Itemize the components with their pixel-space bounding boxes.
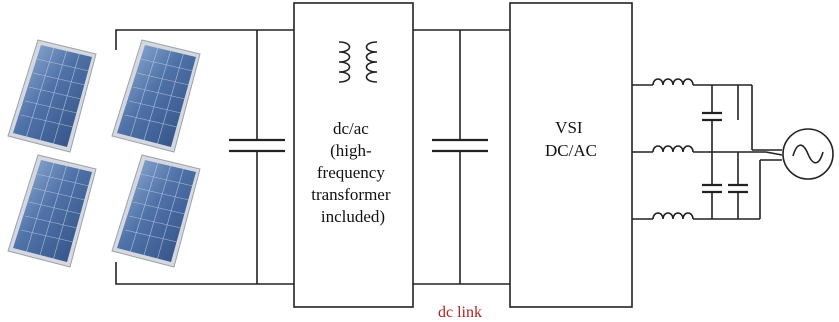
solar-panel-icon <box>8 40 96 152</box>
ac-source-icon <box>783 129 833 179</box>
capacitor-icon <box>702 185 722 192</box>
solar-panel-icon <box>112 155 200 267</box>
capacitor-icon <box>432 30 488 284</box>
capacitor-icon <box>229 30 285 284</box>
dc-link-wiring <box>413 30 510 284</box>
inductor-icon <box>653 79 693 85</box>
solar-panel-icon <box>112 40 200 152</box>
capacitor-icon <box>702 113 722 120</box>
solar-panel-icon <box>8 155 96 267</box>
capacitor-icon <box>728 185 748 192</box>
dc-link-label: dc link <box>438 304 482 321</box>
inductor-icon <box>653 146 693 152</box>
three-phase-output <box>632 79 782 219</box>
inductor-icon <box>653 213 693 219</box>
